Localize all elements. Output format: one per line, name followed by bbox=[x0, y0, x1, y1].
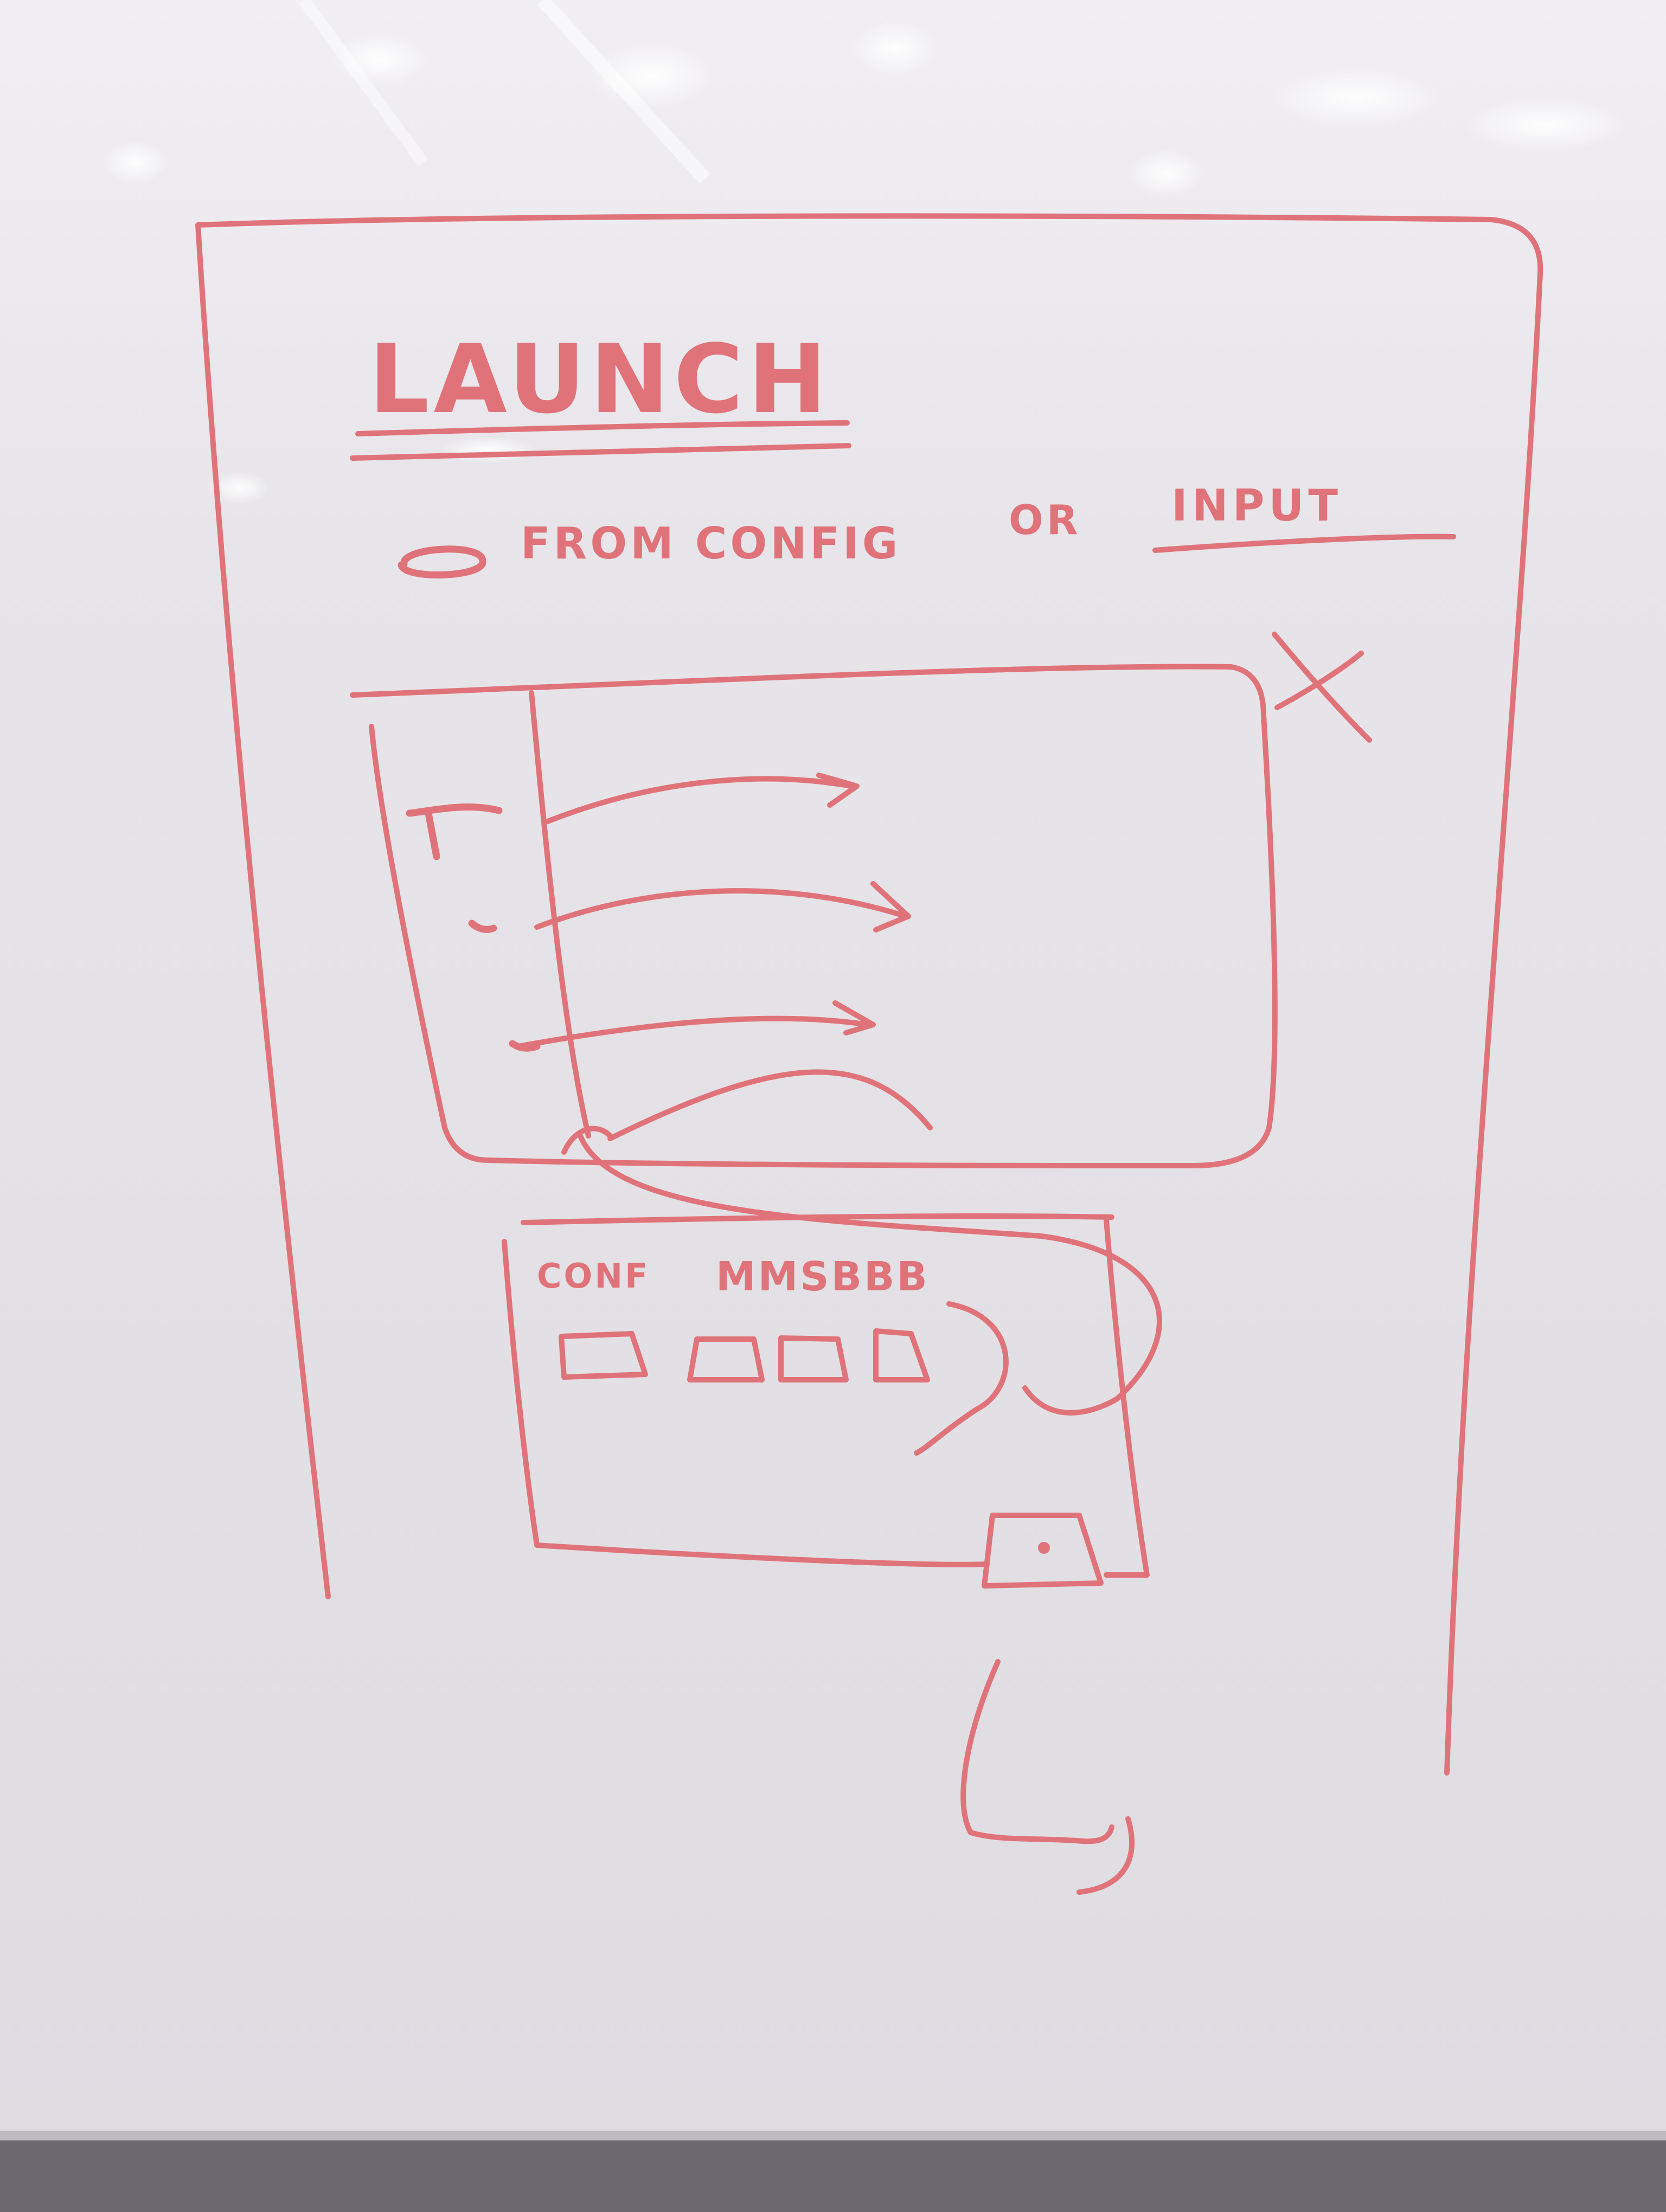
slot-shape bbox=[559, 1331, 648, 1380]
input-underline bbox=[1152, 533, 1456, 553]
slot-shape bbox=[687, 1336, 765, 1382]
window-frame bbox=[195, 213, 1543, 1776]
list-divider bbox=[529, 690, 591, 1139]
title-underline bbox=[350, 420, 851, 461]
sketch-or-text: OR bbox=[1009, 496, 1081, 544]
action-button-shape bbox=[982, 1513, 1104, 1589]
slot-shape bbox=[873, 1328, 930, 1382]
sketch-panel-label: CONF bbox=[537, 1256, 650, 1296]
sketch-option-text: FROM CONFIG bbox=[521, 518, 901, 569]
sketch-title: LAUNCH bbox=[369, 325, 831, 435]
board-bottom-frame bbox=[0, 2133, 1666, 2212]
ui-sketch bbox=[195, 213, 1543, 1895]
sketch-panel-label-2: MMSBBB bbox=[716, 1253, 930, 1300]
list-row-marker bbox=[509, 1040, 541, 1052]
board-tray bbox=[0, 2131, 1666, 2140]
action-button-dot bbox=[1038, 1542, 1050, 1554]
radio-button-icon bbox=[398, 545, 486, 578]
mapping-arrow bbox=[515, 1000, 876, 1049]
mapping-arrow bbox=[534, 881, 911, 933]
config-panel bbox=[502, 1213, 1150, 1578]
slot-bracket bbox=[914, 1301, 1009, 1456]
list-row-marker bbox=[468, 919, 497, 933]
list-panel bbox=[350, 664, 1278, 1168]
next-step-arrow bbox=[960, 1659, 1135, 1895]
mapping-arrow bbox=[545, 773, 860, 824]
sketch-input-text: INPUT bbox=[1171, 480, 1342, 531]
connection-arrow bbox=[561, 1069, 1162, 1416]
list-row-marker bbox=[406, 803, 503, 860]
sketch-text: LAUNCH FROM CONFIG OR INPUT CONF MMSBBB bbox=[369, 325, 1342, 1300]
slot-shape bbox=[778, 1335, 849, 1382]
close-icon bbox=[1272, 632, 1372, 743]
